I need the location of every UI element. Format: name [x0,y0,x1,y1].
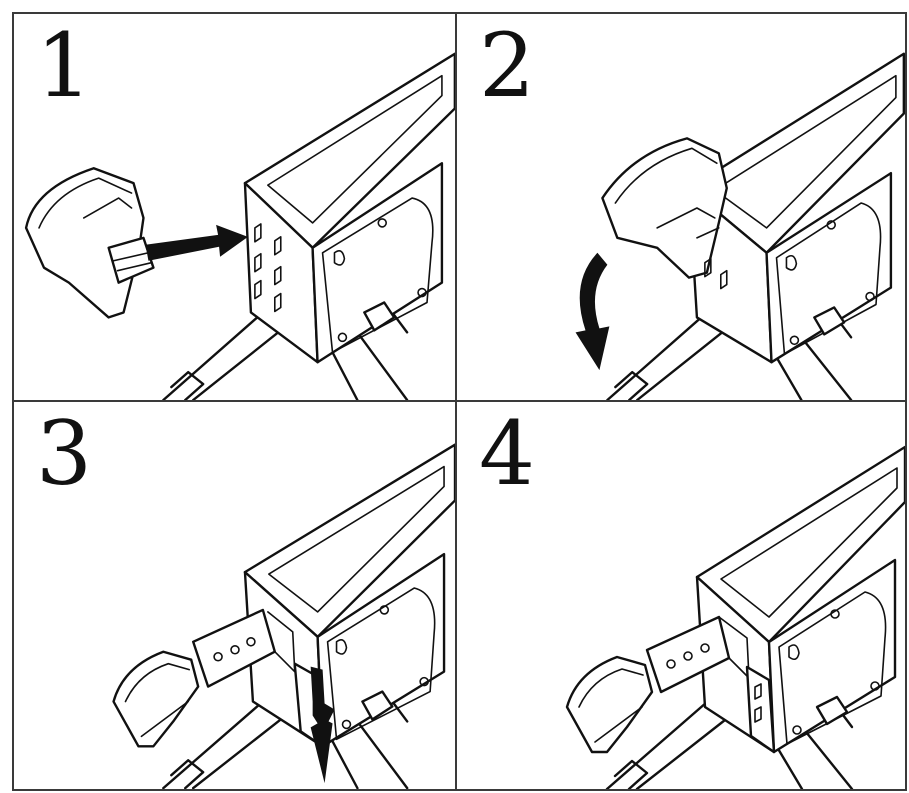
step-4-number: 4 [479,402,535,505]
step-3-number: 3 [36,402,92,505]
step-3-illustration [112,443,455,789]
step-4-panel: 4 [457,402,905,789]
step-4-illustration [565,445,905,789]
step-3-panel: 3 [14,402,457,789]
step-1-illustration [24,52,455,400]
step-1-panel: 1 [14,14,457,402]
step-1-number: 1 [36,14,92,117]
step-2-number: 2 [479,14,535,117]
instruction-grid: 1 [12,12,907,791]
step-2-illustration [575,52,905,400]
step-2-panel: 2 [457,14,905,402]
